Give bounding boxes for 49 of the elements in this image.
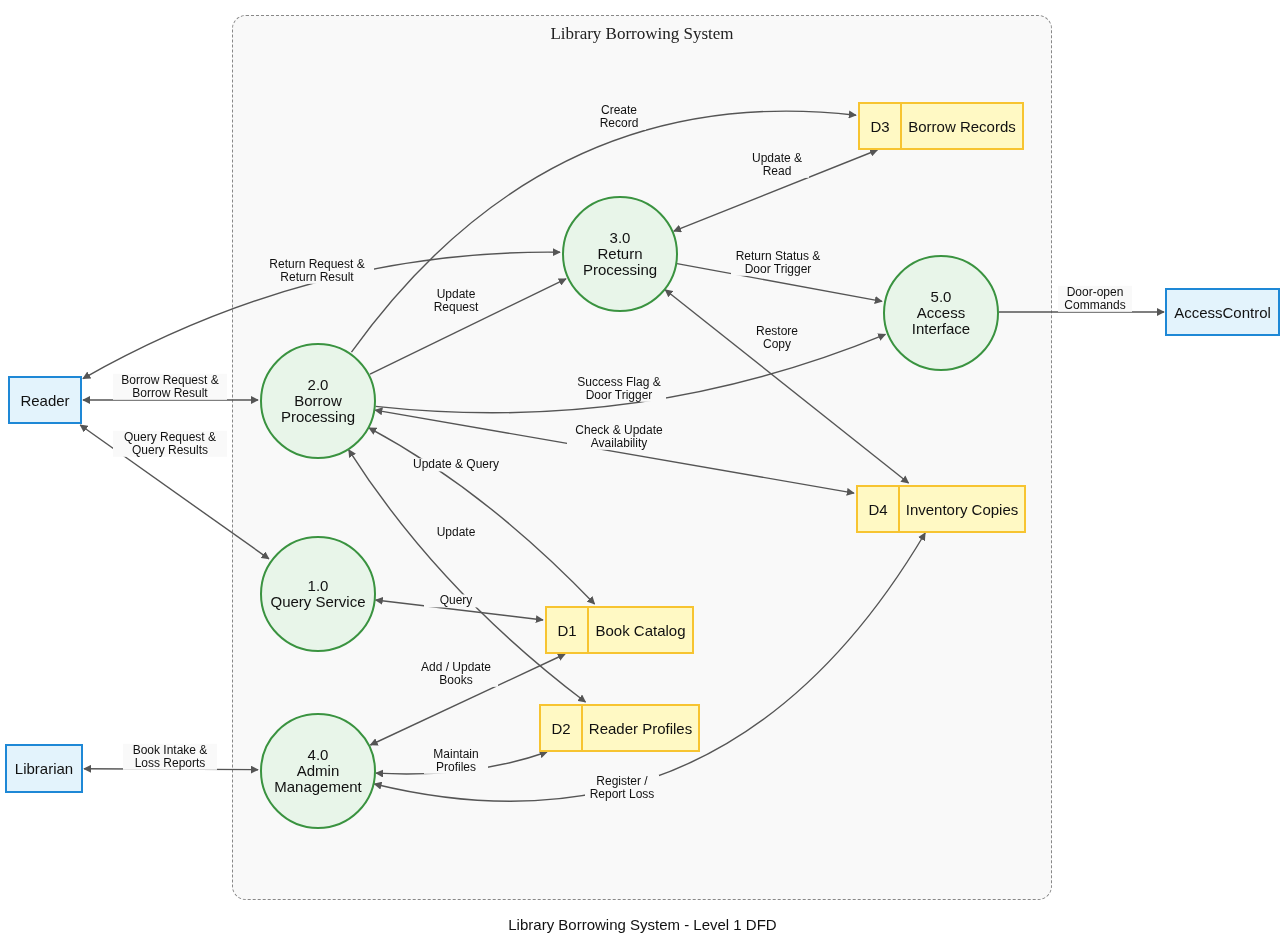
data-flow-arrow (373, 532, 926, 802)
process-number: 4.0 (307, 747, 329, 764)
process-number: 2.0 (307, 377, 329, 394)
data-flow-arrow (374, 333, 887, 414)
process-name: Admin Management (273, 763, 363, 795)
data-store (858, 102, 1024, 150)
boundary-title: Library Borrowing System (550, 24, 734, 44)
store-id: D3 (860, 104, 902, 148)
external-entity: Librarian (5, 744, 83, 793)
data-flow-arrow (348, 449, 587, 703)
data-flow-arrow (374, 596, 544, 624)
process-number: 5.0 (930, 289, 952, 306)
process-number: 3.0 (609, 230, 631, 247)
process-name: Query Service (270, 594, 366, 610)
external-entity: Reader (8, 376, 82, 424)
edge-label: Register / Report Loss (585, 774, 659, 802)
system-boundary (232, 15, 1052, 900)
data-flow-arrow (676, 262, 883, 304)
data-store (539, 704, 700, 752)
diagram-caption: Library Borrowing System - Level 1 DFD (508, 916, 777, 933)
edge-label: Book Intake & Loss Reports (123, 743, 217, 771)
edge-label: Query Request & Query Results (113, 430, 227, 458)
process-number: 1.0 (307, 578, 329, 594)
data-flow-arrow (374, 407, 855, 496)
store-id: D4 (858, 487, 900, 531)
data-flow-arrow (368, 427, 596, 605)
external-entity: AccessControl (1165, 288, 1280, 336)
data-flow-arrow (673, 148, 879, 233)
data-flow-arrow (369, 653, 566, 746)
edge-label: Borrow Request & Borrow Result (113, 373, 227, 401)
data-flow-arrow (998, 308, 1165, 316)
data-flow-arrow (664, 289, 910, 484)
data-flow-arrow (369, 278, 567, 375)
data-flow-arrow (350, 110, 857, 353)
store-id: D1 (547, 608, 589, 652)
data-store (856, 485, 1026, 533)
process-name: Borrow Processing (279, 393, 357, 425)
store-name: Book Catalog (594, 620, 687, 641)
data-store (545, 606, 694, 654)
process-name: Return Processing (581, 246, 659, 278)
data-flow-arrow (79, 424, 270, 560)
store-name: Inventory Copies (904, 499, 1020, 520)
edge-label: Maintain Profiles (424, 747, 488, 775)
store-id: D2 (541, 706, 583, 750)
store-name: Reader Profiles (587, 718, 694, 739)
data-flow-arrow (82, 396, 259, 404)
edge-label: Door-open Commands (1058, 285, 1132, 313)
process-name: Access Interface (910, 305, 972, 337)
store-name: Borrow Records (907, 116, 1017, 137)
